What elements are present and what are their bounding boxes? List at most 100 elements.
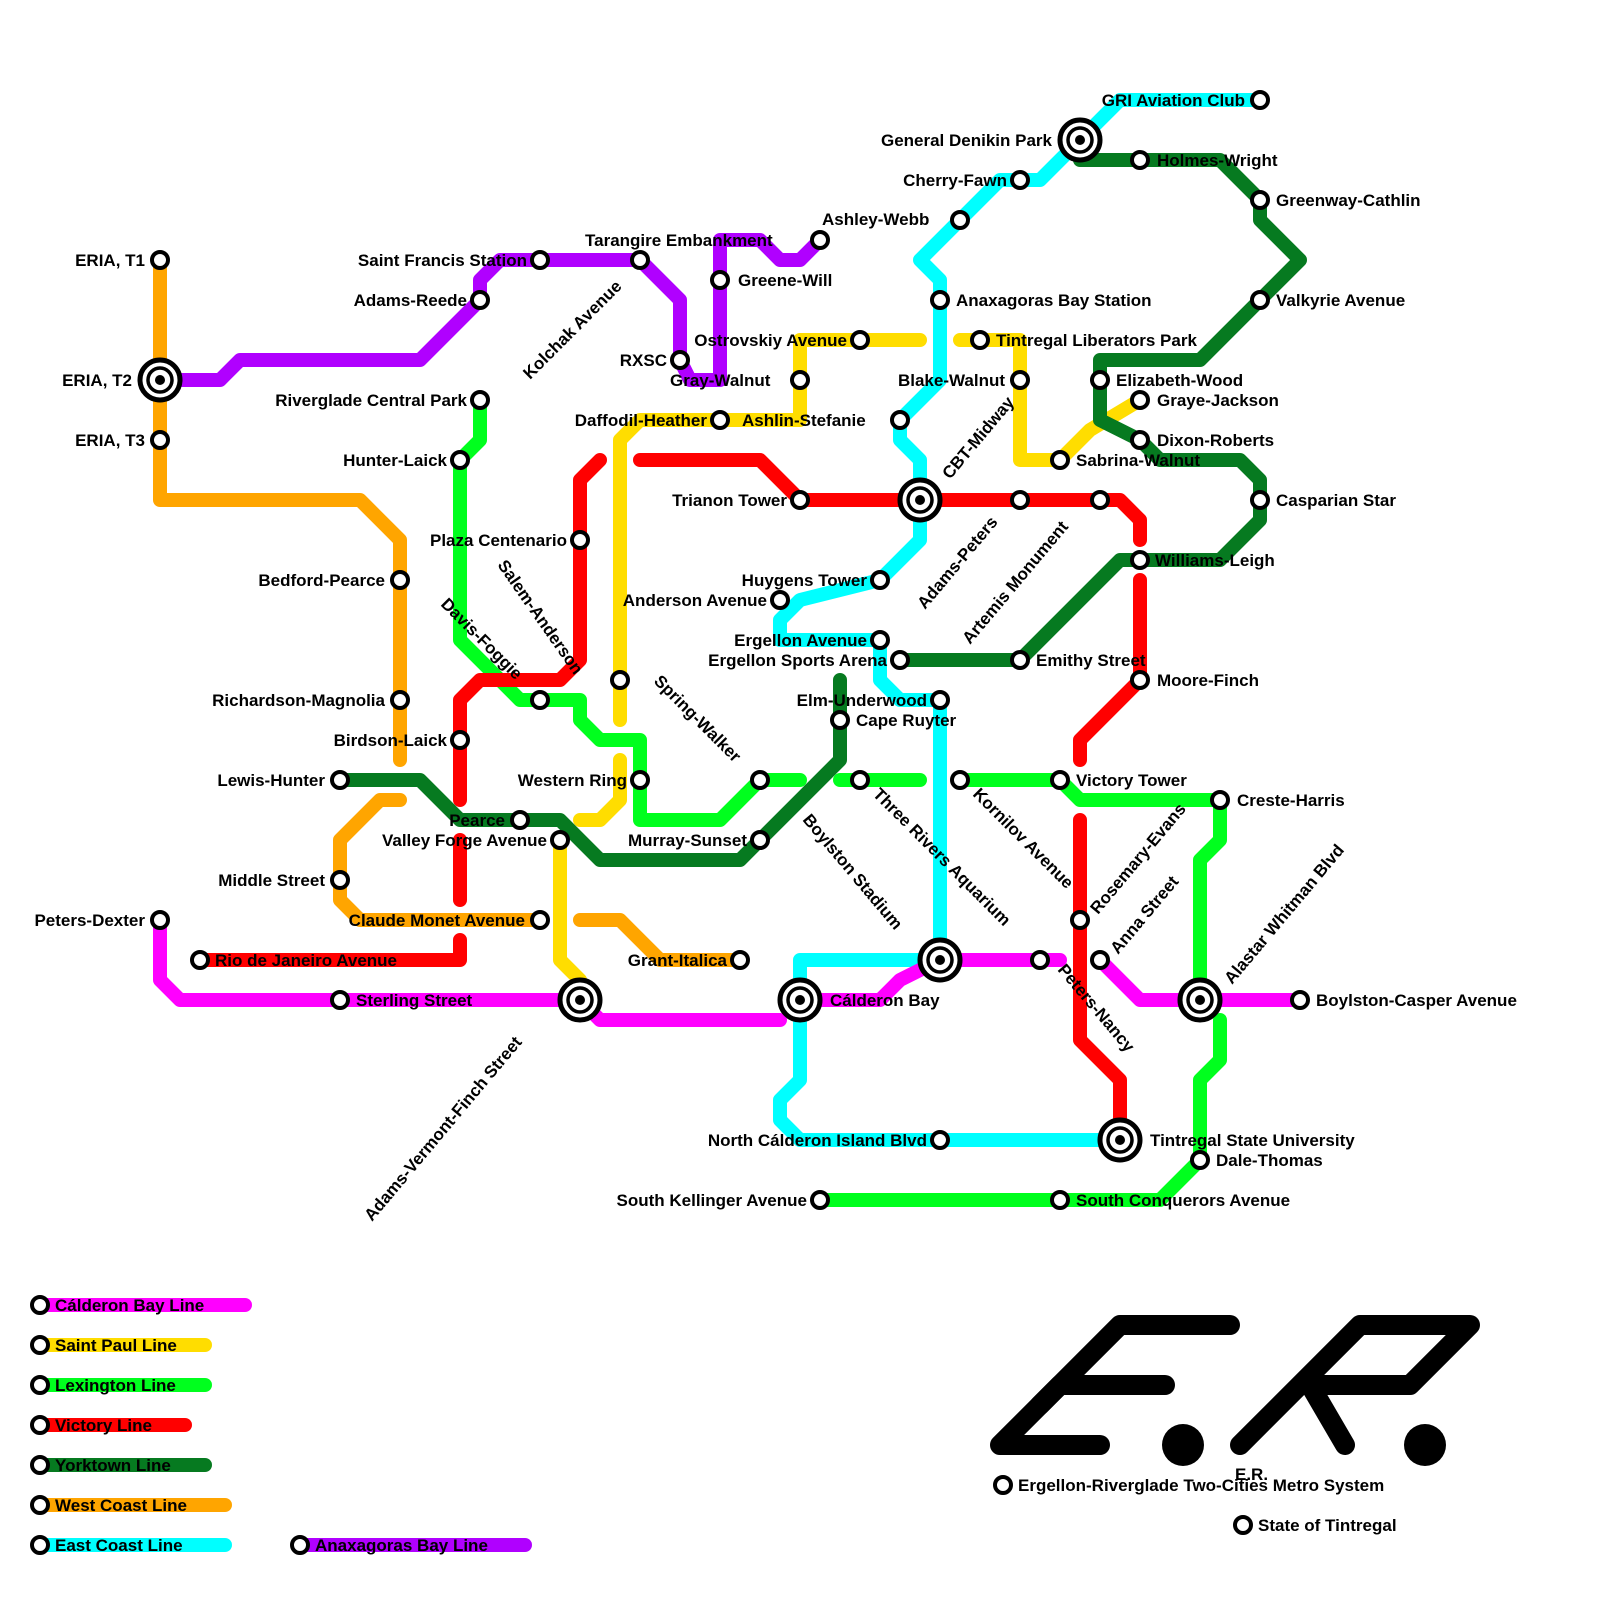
station-general-denikin[interactable]: General Denikin Park bbox=[881, 117, 1103, 163]
station-ostrovskiy[interactable]: Ostrovskiy Avenue bbox=[694, 330, 870, 350]
station-hunter-laick[interactable]: Hunter-Laick bbox=[343, 450, 470, 470]
station-western-ring[interactable]: Western Ring bbox=[518, 770, 650, 790]
station-holmes-wright[interactable]: Holmes-Wright bbox=[1130, 150, 1278, 170]
station-label: Valkyrie Avenue bbox=[1276, 291, 1405, 310]
station-moore-finch[interactable]: Moore-Finch bbox=[1130, 670, 1259, 690]
station-marker-icon bbox=[146, 366, 174, 394]
station-saint-francis[interactable]: Saint Francis Station bbox=[358, 250, 550, 270]
legend-label-victory: Victory Line bbox=[55, 1416, 152, 1435]
station-tarangire[interactable]: Tarangire Embankment bbox=[585, 231, 773, 270]
station-eria-t3[interactable]: ERIA, T3 bbox=[75, 430, 170, 450]
station-label: Cape Ruyter bbox=[856, 711, 957, 730]
station-marker-icon bbox=[390, 690, 410, 710]
station-marker-icon bbox=[810, 230, 830, 250]
station-ergellon-ave[interactable]: Ergellon Avenue bbox=[734, 630, 890, 650]
station-label: Tintregal State University bbox=[1150, 1131, 1355, 1150]
station-bedford-pearce[interactable]: Bedford-Pearce bbox=[258, 570, 410, 590]
station-tintregal-su[interactable]: Tintregal State University bbox=[1097, 1117, 1355, 1163]
station-eria-t1[interactable]: ERIA, T1 bbox=[75, 250, 170, 270]
station-daffodil-heather[interactable]: Daffodil-Heather bbox=[575, 410, 730, 430]
station-middle-street[interactable]: Middle Street bbox=[218, 870, 350, 890]
station-marker-icon bbox=[926, 946, 954, 974]
station-williams-leigh[interactable]: Williams-Leigh bbox=[1130, 550, 1275, 570]
station-label: Claude Monet Avenue bbox=[349, 911, 525, 930]
station-claude-monet[interactable]: Claude Monet Avenue bbox=[349, 910, 550, 930]
station-label: Anaxagoras Bay Station bbox=[956, 291, 1152, 310]
station-south-conquerors[interactable]: South Conquerors Avenue bbox=[1050, 1190, 1290, 1210]
station-birdson-laick[interactable]: Birdson-Laick bbox=[334, 730, 470, 750]
station-plaza-centenario[interactable]: Plaza Centenario bbox=[430, 530, 590, 550]
station-anderson-ave[interactable]: Anderson Avenue bbox=[623, 590, 790, 610]
station-richardson-magnolia[interactable]: Richardson-Magnolia bbox=[212, 690, 410, 710]
saint-paul-line-south bbox=[573, 753, 627, 827]
station-victory-tower[interactable]: Victory Tower bbox=[1050, 770, 1187, 790]
station-dale-thomas[interactable]: Dale-Thomas bbox=[1190, 1150, 1323, 1170]
station-south-kellinger[interactable]: South Kellinger Avenue bbox=[617, 1190, 830, 1210]
station-marker-icon bbox=[790, 370, 810, 390]
station-adams-reede[interactable]: Adams-Reede bbox=[354, 290, 490, 310]
station-elm-underwood[interactable]: Elm-Underwood bbox=[797, 690, 950, 710]
station-peters-dexter[interactable]: Peters-Dexter bbox=[34, 910, 170, 930]
station-label: Greenway-Cathlin bbox=[1276, 191, 1421, 210]
station-ashlin-stop[interactable] bbox=[890, 410, 910, 430]
station-gray-walnut-stop[interactable] bbox=[790, 370, 810, 390]
station-greenway[interactable]: Greenway-Cathlin bbox=[1250, 190, 1421, 210]
station-marker-icon bbox=[1070, 910, 1090, 930]
station-marker-icon bbox=[530, 690, 550, 710]
station-marker-icon bbox=[1190, 1150, 1210, 1170]
station-valkyrie[interactable]: Valkyrie Avenue bbox=[1250, 290, 1405, 310]
station-riverglade-cp[interactable]: Riverglade Central Park bbox=[275, 390, 490, 410]
station-kolchak[interactable]: Kolchak Avenue bbox=[519, 277, 625, 383]
station-label: Kornilov Avenue bbox=[969, 784, 1077, 892]
station-anaxagoras-station[interactable]: Anaxagoras Bay Station bbox=[930, 290, 1152, 310]
station-huygens[interactable]: Huygens Tower bbox=[742, 570, 890, 590]
station-creste-harris[interactable]: Creste-Harris bbox=[1210, 790, 1345, 810]
station-casparian[interactable]: Casparian Star bbox=[1250, 490, 1396, 510]
station-sterling[interactable]: Sterling Street bbox=[330, 990, 473, 1010]
station-ergellon-sports[interactable]: Ergellon Sports Arena bbox=[708, 650, 910, 670]
station-ashlin-stefanie[interactable]: Ashlin-Stefanie bbox=[742, 411, 866, 430]
station-gri[interactable]: GRI Aviation Club bbox=[1102, 90, 1270, 110]
station-rio[interactable]: Rio de Janeiro Avenue bbox=[190, 950, 397, 970]
station-tintregal-lib[interactable]: Tintregal Liberators Park bbox=[970, 330, 1197, 350]
station-grant-italica[interactable]: Grant-Italica bbox=[628, 950, 750, 970]
station-marker-icon bbox=[1130, 670, 1150, 690]
station-pearce[interactable]: Pearce bbox=[449, 810, 530, 830]
station-boylston-casper[interactable]: Boylston-Casper Avenue bbox=[1290, 990, 1517, 1010]
station-marker-icon bbox=[530, 250, 550, 270]
station-marker-icon bbox=[630, 770, 650, 790]
legend-station-icon bbox=[30, 1295, 50, 1315]
station-spring-walker[interactable]: Spring-Walker bbox=[650, 671, 770, 790]
station-dixon-roberts[interactable]: Dixon-Roberts bbox=[1130, 430, 1274, 450]
station-elizabeth-wood[interactable]: Elizabeth-Wood bbox=[1090, 370, 1243, 390]
station-artemis[interactable]: Artemis Monument bbox=[959, 490, 1110, 648]
station-eria-t2[interactable]: ERIA, T2 bbox=[62, 357, 183, 403]
station-greene-will[interactable]: Greene-Will bbox=[710, 270, 832, 290]
station-emithy[interactable]: Emithy Street bbox=[1010, 650, 1146, 670]
station-trianon[interactable]: Trianon Tower bbox=[672, 490, 810, 510]
station-murray-sunset[interactable]: Murray-Sunset bbox=[628, 830, 770, 850]
station-cherry-fawn[interactable]: Cherry-Fawn bbox=[903, 170, 1030, 190]
station-blake-walnut[interactable]: Blake-Walnut bbox=[898, 370, 1030, 390]
station-marker-icon bbox=[1250, 490, 1270, 510]
station-label: Tintregal Liberators Park bbox=[996, 331, 1197, 350]
station-lewis-hunter[interactable]: Lewis-Hunter bbox=[217, 770, 350, 790]
station-marker-icon bbox=[1050, 1190, 1070, 1210]
station-ashley-webb[interactable]: Ashley-Webb bbox=[810, 210, 929, 250]
system-name: Ergellon-Riverglade Two-Cities Metro Sys… bbox=[1018, 1476, 1384, 1495]
station-graye-jackson[interactable]: Graye-Jackson bbox=[1130, 390, 1279, 410]
station-label: ERIA, T1 bbox=[75, 251, 145, 270]
station-rxsc[interactable]: RXSC bbox=[620, 350, 690, 370]
station-valley-forge[interactable]: Valley Forge Avenue bbox=[382, 830, 570, 850]
station-label: Plaza Centenario bbox=[430, 531, 567, 550]
station-ashley-webb-stop[interactable] bbox=[950, 210, 970, 230]
station-adams-vermont[interactable]: Adams-Vermont-Finch Street bbox=[361, 977, 603, 1225]
station-gray-walnut[interactable]: Gray-Walnut bbox=[670, 371, 771, 390]
station-rosemary-evans[interactable]: Rosemary-Evans bbox=[1070, 800, 1190, 930]
station-calderon-bay[interactable]: Cálderon Bay bbox=[777, 977, 940, 1023]
station-sabrina-walnut[interactable]: Sabrina-Walnut bbox=[1050, 450, 1200, 470]
station-marker-icon bbox=[935, 955, 945, 965]
station-cape-ruyter[interactable]: Cape Ruyter bbox=[830, 710, 957, 730]
station-north-calderon[interactable]: North Cálderon Island Blvd bbox=[708, 1130, 950, 1150]
station-marker-icon bbox=[750, 830, 770, 850]
